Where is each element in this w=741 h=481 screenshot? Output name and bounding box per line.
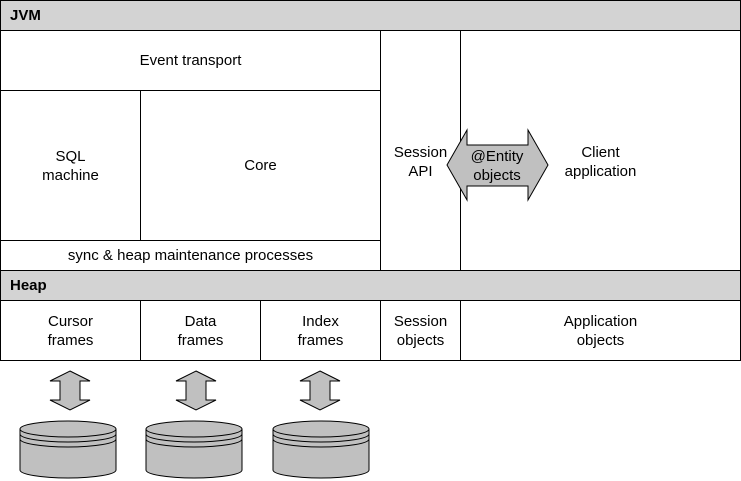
index-storage-arrow [299, 370, 341, 411]
session-objects-box: Session objects [380, 300, 461, 361]
jvm-header: JVM [0, 0, 741, 31]
data-frames-box: Data frames [140, 300, 261, 361]
session-api-box: Session API [380, 30, 461, 271]
sync-maintenance-box: sync & heap maintenance processes [0, 240, 381, 271]
cursor-frames-box: Cursor frames [0, 300, 141, 361]
index-storage-cylinder [272, 420, 370, 479]
core-box: Core [140, 90, 381, 241]
data-storage-arrow [175, 370, 217, 411]
event-transport-box: Event transport [0, 30, 381, 91]
entity-objects-label: @Entity objects [470, 148, 524, 184]
cursor-storage-cylinder [19, 420, 117, 479]
entity-double-arrow [446, 128, 549, 202]
cursor-storage-arrow [49, 370, 91, 411]
data-storage-cylinder [145, 420, 243, 479]
application-objects-box: Application objects [460, 300, 741, 361]
index-frames-box: Index frames [260, 300, 381, 361]
heap-header: Heap [0, 270, 741, 301]
